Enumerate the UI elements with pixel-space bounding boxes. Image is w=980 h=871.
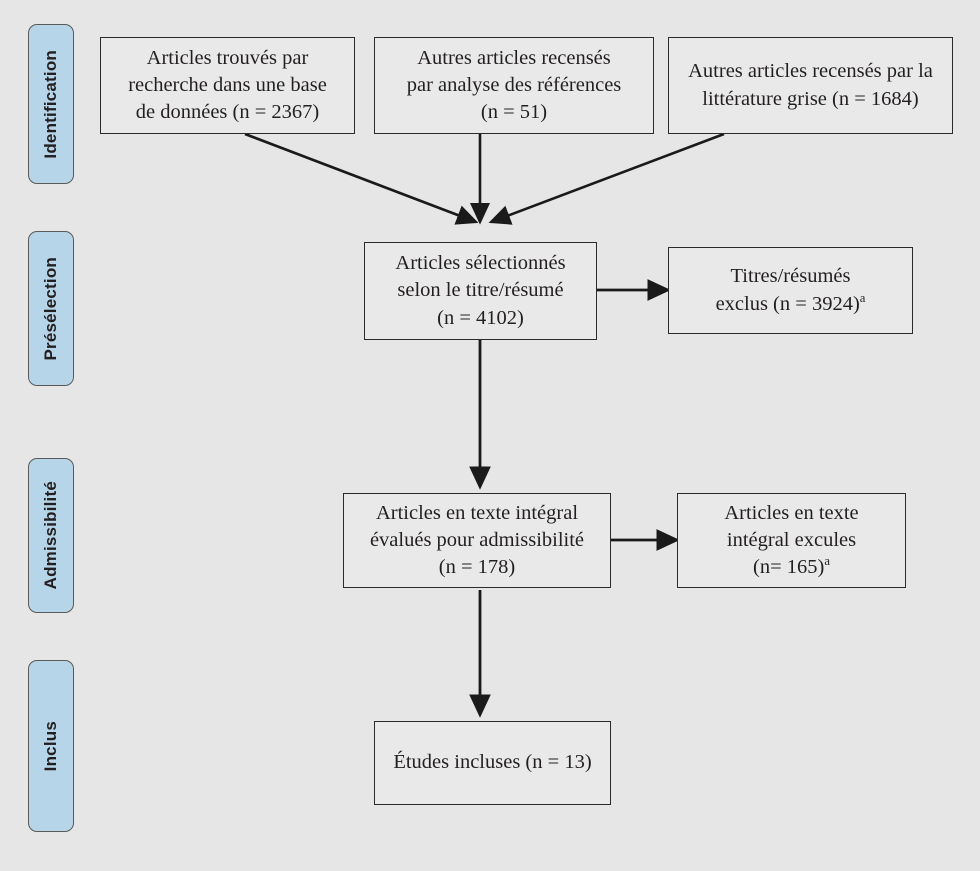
stage-tab-inclus: Inclus	[28, 660, 74, 832]
stage-tab-label-inclus: Inclus	[41, 720, 60, 772]
box-reference-records: Autres articles recensés par analyse des…	[374, 37, 654, 134]
box-excluded-titles-text: Titres/résumés exclus (n = 3924)a	[715, 265, 866, 315]
stage-tab-preselection: Présélection	[28, 231, 74, 386]
box-screened-records: Articles sélectionnés selon le titre/rés…	[364, 242, 597, 340]
box-screened-records-text: Articles sélectionnés selon le titre/rés…	[395, 252, 566, 329]
box-database-records: Articles trouvés par recherche dans une …	[100, 37, 355, 134]
box-fulltext-assessed: Articles en texte intégral évalués pour …	[343, 493, 611, 588]
box-reference-records-text: Autres articles recensés par analyse des…	[406, 46, 622, 124]
stage-tab-identification: Identification	[28, 24, 74, 184]
box-included-studies-text: Études incluses (n = 13)	[393, 751, 592, 774]
footnote-marker-a-fulltext: a	[824, 554, 830, 569]
box-fulltext-excluded: Articles en texte intégral excules (n= 1…	[677, 493, 906, 588]
stage-tab-admissibilite: Admissibilité	[28, 458, 74, 613]
box-database-records-text: Articles trouvés par recherche dans une …	[128, 46, 327, 124]
stage-tab-label-admissibilite: Admissibilité	[41, 481, 60, 590]
footnote-marker-a-titles: a	[859, 290, 866, 305]
box-grey-literature-records-text: Autres articles recensés par la littérat…	[688, 60, 933, 110]
box-grey-literature-records: Autres articles recensés par la littérat…	[668, 37, 953, 134]
box-fulltext-excluded-text: Articles en texte intégral excules (n= 1…	[724, 501, 859, 579]
stage-tab-label-identification: Identification	[41, 49, 60, 159]
edge-database-to-screened	[244, 132, 479, 225]
box-fulltext-assessed-text: Articles en texte intégral évalués pour …	[369, 501, 585, 579]
stage-tab-label-preselection: Présélection	[41, 256, 60, 361]
box-excluded-titles: Titres/résumés exclus (n = 3924)a	[668, 247, 913, 334]
edge-grey-to-screened	[488, 132, 725, 225]
box-included-studies: Études incluses (n = 13)	[374, 721, 611, 805]
